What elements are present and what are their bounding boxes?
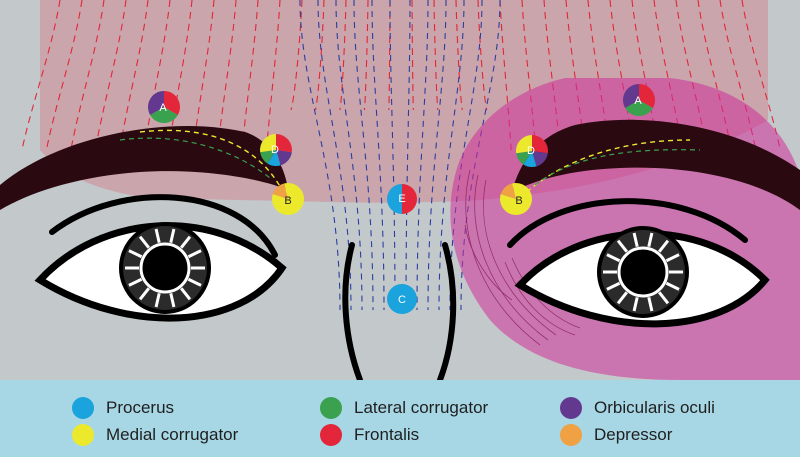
depressor-swatch [560, 424, 582, 446]
frontalis-swatch [320, 424, 342, 446]
legend-item-frontalis: Frontalis [320, 423, 419, 447]
legend-label-orbicularis-oculi: Orbicularis oculi [594, 398, 715, 417]
label-b-left: B [284, 195, 291, 207]
legend-item-procerus: Procerus [72, 396, 174, 420]
label-a-right: A [634, 95, 642, 107]
point-b-left [272, 183, 304, 215]
procerus-swatch [72, 397, 94, 419]
legend-item-depressor: Depressor [560, 423, 672, 447]
point-c [387, 284, 417, 314]
label-e: E [398, 193, 405, 205]
procerus-fibers [299, 0, 501, 311]
face-diagram: A A D D B B E C [0, 0, 800, 380]
legend-label-procerus: Procerus [106, 398, 175, 417]
point-b-right [499, 183, 532, 215]
right-eyebrow [512, 119, 800, 210]
label-b-right: B [515, 195, 522, 207]
point-a-right [623, 84, 655, 116]
legend-label-depressor: Depressor [594, 425, 673, 444]
point-a-left [148, 91, 180, 123]
orbicularis-lines [464, 169, 581, 346]
right-brow-corrugator-line [519, 139, 691, 199]
right-eye [514, 226, 770, 328]
legend-label-frontalis: Frontalis [354, 425, 420, 444]
left-brow-lateral-line [119, 137, 271, 179]
nose-left-outline [342, 242, 363, 380]
label-d-right: D [527, 145, 535, 157]
legend: Procerus Medial corrugator Lateral corru… [0, 380, 800, 457]
label-a-left: A [159, 102, 167, 114]
label-d-left: D [271, 144, 279, 156]
legend-item-medial-corrugator: Medial corrugator [72, 423, 238, 447]
face-svg: A A D D B B E C [0, 0, 800, 380]
legend-item-lateral-corrugator: Lateral corrugator [320, 396, 488, 420]
point-d-right [516, 135, 548, 167]
label-c: C [398, 294, 406, 306]
left-eye-crease [49, 194, 278, 258]
left-eye [34, 222, 287, 322]
orbicularis-oculi-swatch [560, 397, 582, 419]
nose-right-outline [437, 242, 457, 380]
right-eye-crease [507, 198, 748, 248]
legend-label-medial-corrugator: Medial corrugator [106, 425, 239, 444]
medial-corrugator-swatch [72, 424, 94, 446]
point-e [387, 184, 417, 214]
legend-label-lateral-corrugator: Lateral corrugator [354, 398, 489, 417]
left-eyebrow [0, 126, 288, 210]
left-brow-corrugator-line [139, 129, 283, 191]
point-d-left [260, 134, 292, 166]
right-brow-lateral-line [534, 149, 701, 186]
lateral-corrugator-swatch [320, 397, 342, 419]
legend-item-orbicularis-oculi: Orbicularis oculi [560, 396, 715, 420]
